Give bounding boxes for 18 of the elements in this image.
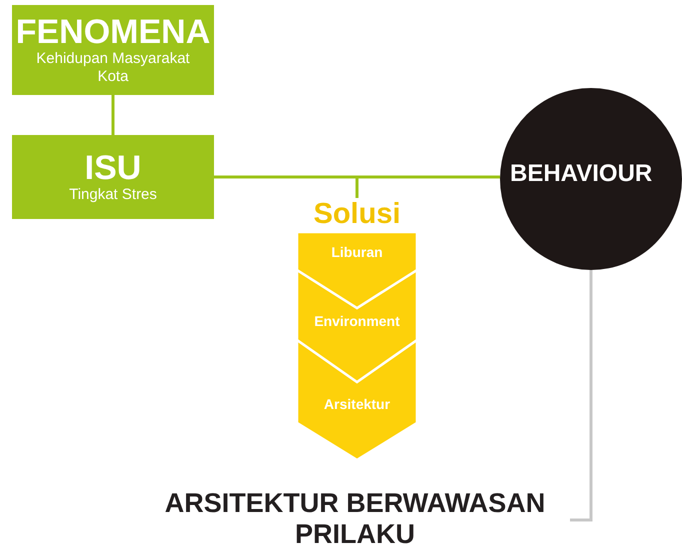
process-box	[12, 135, 214, 219]
chevron-segment	[297, 340, 417, 460]
chevron-segment	[297, 270, 417, 382]
box-subtitle: Kehidupan Masyarakat Kota	[35, 50, 191, 86]
chevron-segment	[297, 232, 417, 308]
connector-line	[112, 95, 114, 135]
segment-label: Liburan	[330, 244, 384, 260]
conclusion-text: ARSITEKTUR BERWAWASAN PRILAKU	[140, 488, 570, 552]
segment-label: Arsitektur	[322, 396, 392, 412]
process-box	[12, 5, 214, 95]
connector-line	[214, 176, 358, 198]
box-subtitle: Tingkat Stres	[69, 186, 157, 204]
box-title: ISU	[84, 150, 142, 186]
box-title: FENOMENA	[16, 14, 210, 50]
circle-label: BEHAVIOUR	[510, 160, 652, 188]
section-heading: Solusi	[312, 198, 402, 230]
connector-line	[570, 270, 592, 522]
segment-label: Environment	[313, 313, 401, 329]
